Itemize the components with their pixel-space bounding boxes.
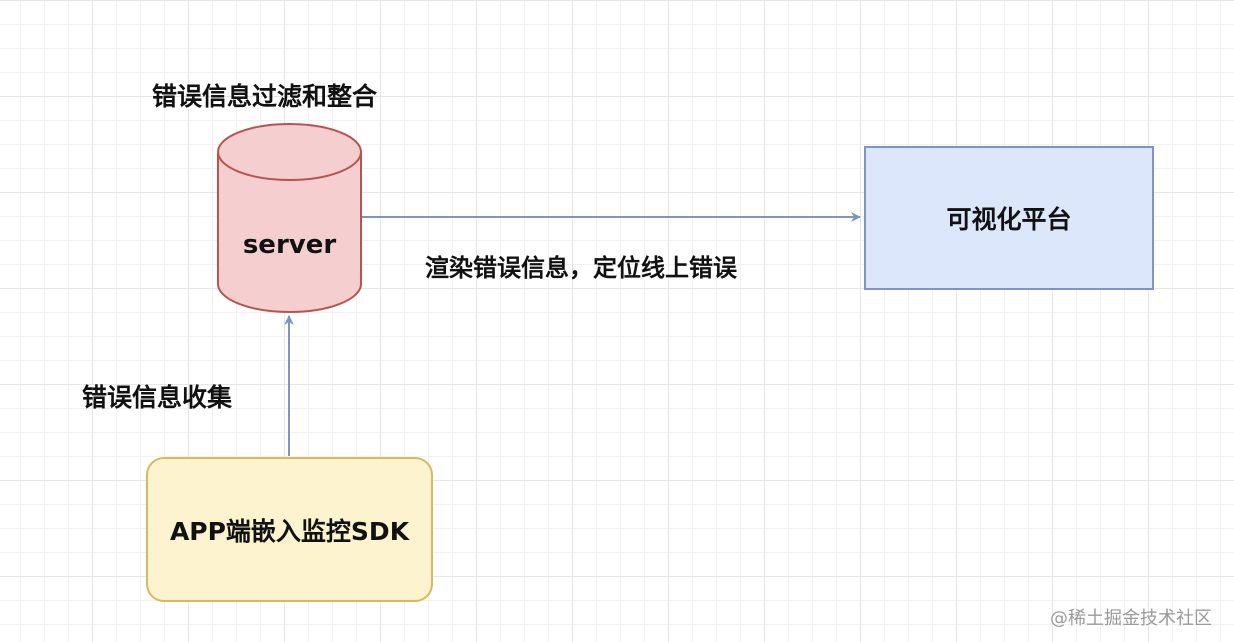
visualization-platform-node[interactable]: 可视化平台 (864, 146, 1154, 290)
server-cylinder[interactable] (217, 123, 362, 313)
sdk-node-label: APP端嵌入监控SDK (169, 516, 410, 546)
server-node-label: server (242, 230, 337, 260)
filter-caption: 错误信息过滤和整合 (152, 82, 378, 111)
server-cylinder-top (217, 123, 362, 181)
render-caption: 渲染错误信息，定位线上错误 (425, 254, 737, 282)
collect-caption: 错误信息收集 (82, 383, 233, 412)
server-cylinder-body (217, 152, 362, 313)
visualization-platform-label: 可视化平台 (946, 205, 1072, 234)
watermark: @稀土掘金技术社区 (1050, 608, 1212, 629)
sdk-node[interactable]: APP端嵌入监控SDK (146, 457, 433, 602)
